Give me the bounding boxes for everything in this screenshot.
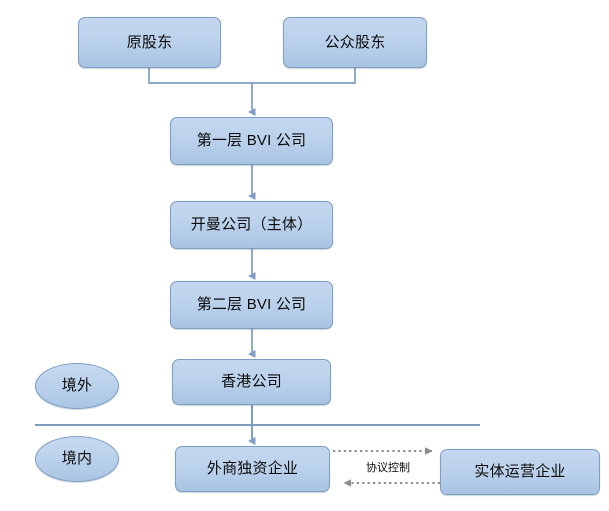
badge-label: 境内 [61,450,93,468]
edge-shareholders-to-bvi1 [148,68,252,84]
badge-label: 境外 [61,377,93,395]
node-label: 原股东 [126,33,173,51]
node-wfoe[interactable]: 外商独资企业 [175,446,330,492]
badge-offshore[interactable]: 境外 [35,363,119,409]
node-label: 外商独资企业 [206,460,299,478]
node-label: 香港公司 [221,373,282,391]
node-label: 第一层 BVI 公司 [196,132,307,150]
badge-onshore[interactable]: 境内 [35,436,119,482]
node-bvi-layer-1[interactable]: 第一层 BVI 公司 [170,117,333,165]
node-hongkong-company[interactable]: 香港公司 [172,359,331,405]
node-label: 公众股东 [324,33,386,51]
node-operating-entity[interactable]: 实体运营企业 [440,449,600,495]
edge-public-to-bvi1 [252,68,356,84]
node-public-shareholders[interactable]: 公众股东 [283,17,427,68]
node-original-shareholders[interactable]: 原股东 [78,17,221,68]
node-bvi-layer-2[interactable]: 第二层 BVI 公司 [170,281,333,329]
node-label: 第二层 BVI 公司 [196,296,307,314]
node-cayman-company[interactable]: 开曼公司（主体） [170,201,333,249]
onshore-offshore-divider [35,424,480,426]
node-label: 开曼公司（主体） [190,216,313,234]
node-label: 实体运营企业 [474,463,566,481]
edge-label-contractual-control: 协议控制 [366,462,410,474]
